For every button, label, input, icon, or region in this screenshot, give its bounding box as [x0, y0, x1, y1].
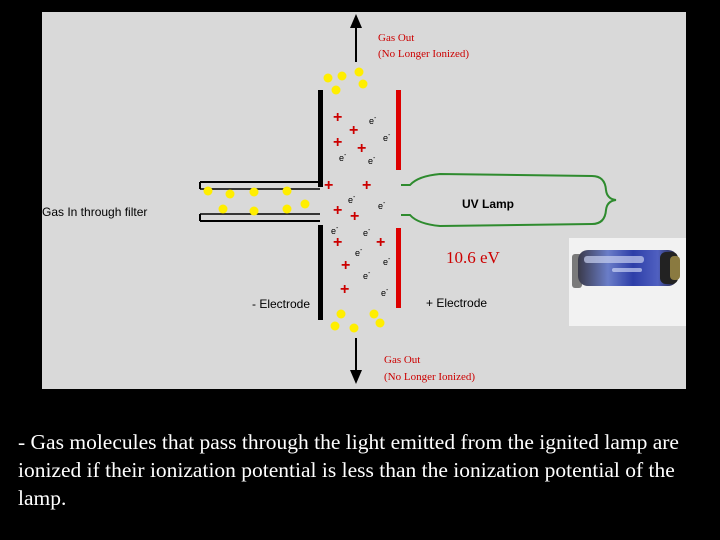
electron: e-: [363, 270, 371, 281]
molecule: [331, 85, 341, 95]
gas-out-bottom-arrow: [350, 338, 362, 384]
gas-in-label: Gas In through filter: [42, 205, 147, 219]
molecule: [249, 187, 259, 197]
positive-ion: +: [362, 177, 371, 194]
positive-ion: +: [376, 234, 385, 251]
molecule: [337, 71, 347, 81]
diagram-panel: [42, 12, 686, 389]
electron: e-: [339, 152, 347, 163]
molecule: [323, 73, 333, 83]
electron: e-: [368, 155, 376, 166]
positive-ion: +: [333, 202, 342, 219]
molecule: [349, 323, 359, 333]
molecule: [375, 318, 385, 328]
electron: e-: [383, 132, 391, 143]
molecule: [203, 186, 213, 196]
electron: e-: [348, 194, 356, 205]
positive-ion: +: [333, 109, 342, 126]
electrons: e- e- e- e- e- e- e- e- e- e- e- e-: [331, 115, 391, 298]
molecule: [218, 204, 228, 214]
explanation-caption: - Gas molecules that pass through the li…: [18, 430, 679, 510]
lamp-energy-label: 10.6 eV: [446, 248, 501, 267]
molecule: [358, 79, 368, 89]
uv-lamp-outline: [401, 172, 617, 228]
gas-inlet-tube: [199, 181, 320, 222]
molecule: [336, 309, 346, 319]
electron: e-: [363, 227, 371, 238]
electron: e-: [381, 287, 389, 298]
positive-ion: +: [357, 140, 366, 157]
molecule: [282, 186, 292, 196]
positive-ions: + + + + + + + + + + + +: [324, 109, 385, 298]
uv-lamp-photo: [569, 238, 686, 326]
positive-ion: +: [350, 208, 359, 225]
molecule: [330, 321, 340, 331]
positive-ion: +: [333, 134, 342, 151]
positive-ion: +: [324, 177, 333, 194]
molecule: [249, 206, 259, 216]
positive-ion: +: [349, 122, 358, 139]
electron: e-: [331, 225, 339, 236]
molecule: [300, 199, 310, 209]
molecule: [369, 309, 379, 319]
electron: e-: [378, 200, 386, 211]
negative-electrode-label: - Electrode: [252, 297, 310, 311]
gas-out-bottom-label-line1: Gas Out: [384, 354, 420, 366]
gas-molecules: [203, 67, 385, 333]
molecule: [225, 189, 235, 199]
positive-ion: +: [333, 234, 342, 251]
molecule: [282, 204, 292, 214]
gas-out-top-arrow: [350, 14, 362, 62]
uv-lamp-label: UV Lamp: [462, 197, 514, 211]
positive-ion: +: [341, 257, 350, 274]
negative-electrode: [318, 90, 323, 320]
gas-out-top-label-line1: Gas Out: [378, 32, 414, 44]
electron: e-: [369, 115, 377, 126]
positive-ion: +: [340, 281, 349, 298]
electron: e-: [383, 256, 391, 267]
gas-out-top-label-line2: (No Longer Ionized): [378, 48, 469, 60]
positive-electrode: [396, 90, 401, 308]
electron: e-: [355, 247, 363, 258]
positive-electrode-label: + Electrode: [426, 296, 487, 310]
gas-out-bottom-label-line2: (No Longer Ionized): [384, 371, 475, 383]
molecule: [354, 67, 364, 77]
